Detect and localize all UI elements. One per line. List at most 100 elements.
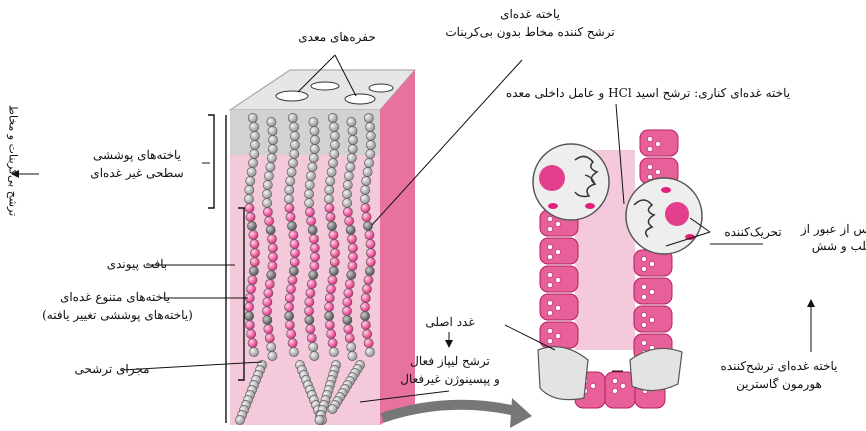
cell-bead — [344, 324, 353, 333]
granule — [649, 261, 654, 266]
cell-bead — [250, 239, 259, 248]
cell-bead — [250, 131, 259, 140]
cell-bead — [325, 293, 334, 302]
cell-bead — [360, 302, 369, 311]
granule — [590, 383, 595, 388]
cell-bead — [364, 275, 373, 284]
cell-bead — [307, 333, 316, 342]
cell-bead — [361, 185, 370, 194]
cell-bead — [245, 320, 254, 329]
cell-bead — [248, 338, 257, 347]
cell-bead — [267, 153, 276, 162]
label-gastric-pits: حفره‌های معدی — [262, 29, 412, 46]
cell-bead — [346, 225, 355, 234]
cell-bead — [363, 329, 372, 338]
cell-bead — [305, 297, 314, 306]
cell-bead — [246, 176, 255, 185]
label-top-cell-2: ترشح کننده مخاط بدون بی‌کربنات — [420, 24, 640, 41]
cell-bead — [244, 194, 253, 203]
cell-bead — [329, 230, 338, 239]
cell-bead — [344, 288, 353, 297]
cell-bead — [326, 176, 335, 185]
cell-bead — [363, 221, 372, 230]
gastric-pit — [311, 82, 339, 90]
granule — [641, 322, 646, 327]
cell-bead — [330, 239, 339, 248]
cell-bead — [287, 167, 296, 176]
cell-bead — [329, 266, 338, 275]
cell-bead — [268, 261, 277, 270]
cell-bead — [289, 122, 298, 131]
cell-bead — [249, 266, 258, 275]
cell-bead — [309, 117, 318, 126]
cell-bead — [268, 351, 277, 360]
transition-arrow-head — [510, 398, 532, 428]
cell-bead — [266, 225, 275, 234]
cell-bead — [305, 180, 314, 189]
cell-bead — [345, 333, 354, 342]
granule — [555, 249, 560, 254]
cell-bead — [290, 149, 299, 158]
cell-bead — [263, 315, 272, 324]
cell-bead — [329, 122, 338, 131]
cell-bead — [327, 167, 336, 176]
cell-bead — [262, 306, 271, 315]
cell-bead — [361, 311, 370, 320]
cell-bead — [305, 315, 314, 324]
cell-bead — [325, 203, 334, 212]
cell-bead — [361, 320, 370, 329]
granule — [647, 164, 652, 169]
cell-bead — [330, 131, 339, 140]
cell-bead — [327, 329, 336, 338]
granule — [655, 141, 660, 146]
label-various-cells-2: (یاخته‌های پوششی تغییر یافته) — [35, 307, 200, 324]
cell-bead — [326, 284, 335, 293]
cell-bead — [250, 140, 259, 149]
cell-bead — [307, 279, 316, 288]
cell-bead — [309, 342, 318, 351]
cell-bead — [366, 149, 375, 158]
granule — [547, 254, 552, 259]
cell-bead — [246, 212, 255, 221]
cell-bead — [290, 248, 299, 257]
label-after-passing-1: پس از عبور از — [762, 221, 866, 238]
cell-bead — [266, 162, 275, 171]
cell-bead — [288, 113, 297, 122]
label-parietal-cell: یاخته غده‌ای کناری: ترشح اسید HCl و عامل… — [498, 85, 798, 102]
cell-bead — [249, 230, 258, 239]
granule — [647, 136, 652, 141]
cell-bead — [286, 176, 295, 185]
label-lipase-1: ترشح لیپاز فعال — [390, 353, 510, 370]
granule — [641, 312, 646, 317]
granule — [655, 169, 660, 174]
cell-bead — [289, 230, 298, 239]
cell-bead — [328, 404, 337, 413]
gastrin-cell — [630, 348, 682, 390]
cell-bead — [248, 113, 257, 122]
gastric-pit — [345, 94, 375, 104]
cell-bead — [306, 324, 315, 333]
cell-bead — [265, 333, 274, 342]
cell-bead — [347, 270, 356, 279]
granule — [555, 333, 560, 338]
cell-bead — [245, 185, 254, 194]
cell-bead — [345, 279, 354, 288]
cell-bead — [290, 257, 299, 266]
cell-bead — [348, 252, 357, 261]
granule — [547, 244, 552, 249]
cell-bead — [344, 171, 353, 180]
cell-bead — [268, 243, 277, 252]
cell-bead — [362, 212, 371, 221]
granule — [641, 256, 646, 261]
label-gastrin-cell-2: هورمون گاسترین — [694, 376, 864, 393]
granule — [641, 340, 646, 345]
cell-bead — [284, 302, 293, 311]
cell-bead — [330, 257, 339, 266]
cell-bead — [263, 207, 272, 216]
cell-bead — [247, 329, 256, 338]
granule — [641, 294, 646, 299]
cell-bead — [264, 171, 273, 180]
cell-bead — [268, 252, 277, 261]
cell-bead — [248, 275, 257, 284]
cell-bead — [246, 284, 255, 293]
